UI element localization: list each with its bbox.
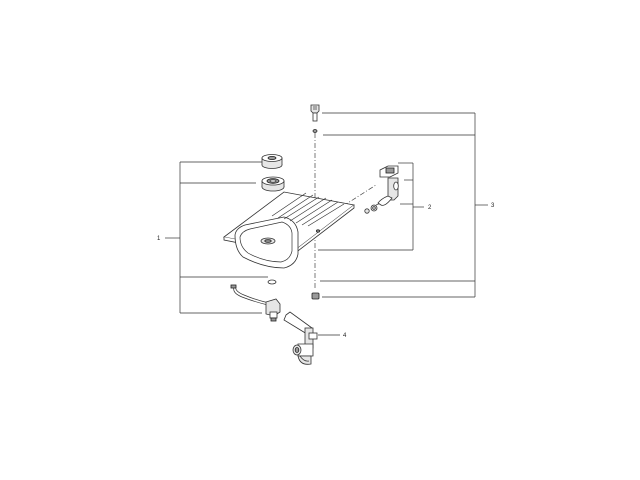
callout-label-4: 4 xyxy=(343,333,347,339)
strainer-basket xyxy=(261,176,285,192)
pop-up-waste-cable xyxy=(230,284,281,322)
tap-hole-screw xyxy=(310,104,320,133)
siphon-trap xyxy=(283,311,318,365)
callout-label-3: 3 xyxy=(491,203,495,209)
callout-label-2: 2 xyxy=(428,205,432,211)
tap-hole-nut xyxy=(311,292,320,300)
callout-bracket-2 xyxy=(318,162,424,251)
callout-label-1: 1 xyxy=(157,236,161,242)
callout-bracket-3 xyxy=(320,112,488,298)
overflow-assembly xyxy=(364,165,399,214)
callout-bracket-1 xyxy=(165,161,268,314)
axis-waste-connector xyxy=(375,200,387,206)
strainer-plug xyxy=(261,154,283,169)
sink-body xyxy=(223,191,355,269)
drain-washer xyxy=(267,279,277,285)
